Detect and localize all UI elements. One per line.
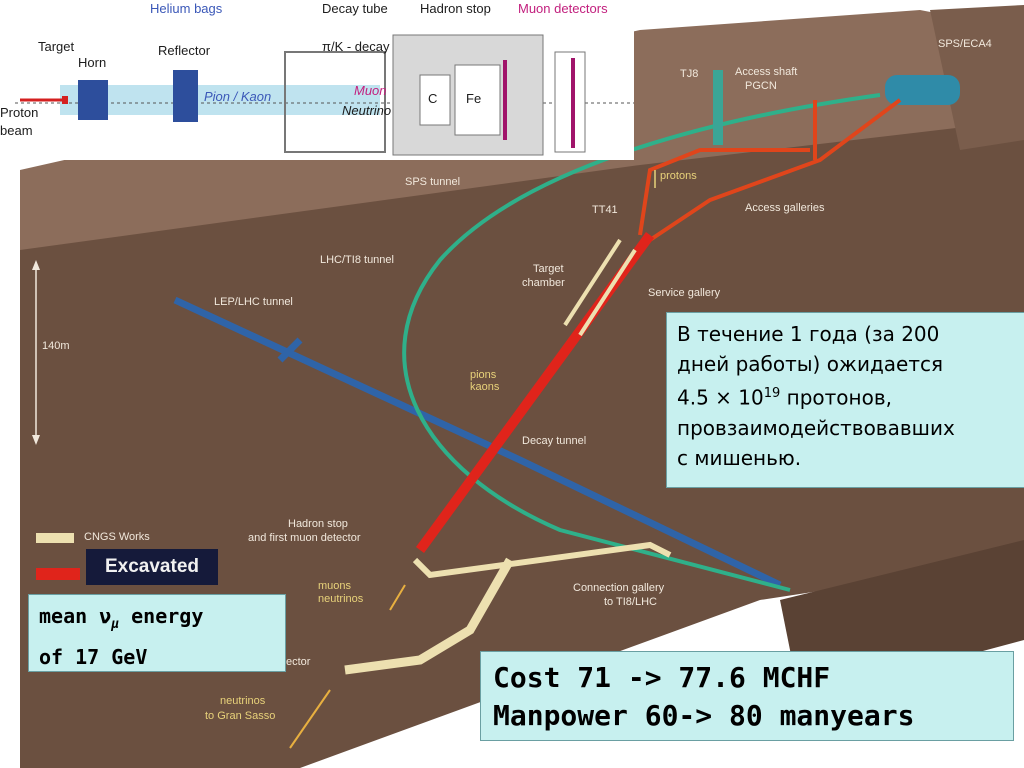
label-neutrinos: neutrinos: [318, 593, 364, 605]
label-connection-gallery-2: to TI8/LHC: [604, 596, 657, 608]
legend-excavated-label: Excavated: [86, 549, 218, 585]
label-kaons: kaons: [470, 381, 500, 393]
callout-mu-line2: of 17 GeV: [39, 645, 148, 669]
label-nu-gran-sasso-2: to Gran Sasso: [205, 710, 276, 722]
label-neutrino: Neutrino: [342, 103, 392, 118]
label-pion-kaon: Pion / Kaon: [204, 89, 272, 104]
access-galleries: [638, 98, 902, 242]
label-access-galleries: Access galleries: [745, 202, 825, 214]
callout-ru-line1: В течение 1 года (за 200: [677, 322, 940, 346]
callout-cost-line1: Cost 71 -> 77.6 MCHF: [493, 661, 831, 694]
label-detector-partial: ector: [286, 656, 311, 668]
label-sps-eca4: SPS/ECA4: [938, 38, 992, 50]
label-pions: pions: [470, 369, 497, 381]
label-target-chamber-1: Target: [533, 263, 564, 275]
label-proton-line1: Proton: [0, 105, 39, 120]
inset-iron-block: [454, 64, 501, 136]
inset-reflector: [173, 70, 198, 122]
callout-mean-energy: mean νμ energy of 17 GeV: [28, 594, 286, 672]
label-access-shaft-1: Access shaft: [735, 66, 798, 78]
label-service-gallery: Service gallery: [648, 287, 721, 299]
depth-arrow-top: [32, 260, 40, 270]
label-target-chamber-2: chamber: [522, 277, 565, 289]
callout-mu-post: energy: [119, 604, 204, 628]
callout-ru-line4: провзаимодействовавших: [677, 415, 955, 440]
depth-arrow-bottom: [32, 435, 40, 445]
detector-gallery: [344, 557, 514, 675]
label-reflector: Reflector: [158, 43, 211, 58]
shaft-tj8: [713, 70, 723, 145]
inset-target: [62, 96, 68, 104]
muons-arrow: [389, 584, 406, 611]
label-protons: protons: [660, 170, 697, 182]
callout-mu-pre: mean ν: [39, 604, 112, 628]
neutrinos-arrow: [289, 689, 331, 749]
label-muons: muons: [318, 580, 352, 592]
label-nu-gran-sasso-1: neutrinos: [220, 695, 266, 707]
callout-ru-line5: с мишенью.: [677, 445, 802, 470]
legend-cngs-label: CNGS Works: [84, 531, 150, 543]
label-target: Target: [38, 39, 75, 54]
label-pi-k-decay: π/K - decay: [322, 39, 390, 54]
callout-mu-sub: μ: [111, 617, 120, 632]
inset-decay-tube: [284, 51, 386, 153]
ground-right-wall: [930, 5, 1024, 150]
label-depth: 140m: [42, 340, 70, 352]
label-muon-detectors: Muon detectors: [518, 1, 608, 16]
shaft-sps-eca4: [885, 75, 960, 105]
inset-carbon-block: [419, 74, 451, 126]
label-decay-tunnel: Decay tunnel: [522, 435, 587, 447]
label-helium-bags: Helium bags: [150, 1, 223, 16]
callout-cost-line2: Manpower 60-> 80 manyears: [493, 699, 915, 732]
label-hadron-stop-inset: Hadron stop: [420, 1, 491, 16]
callout-ru-line3-pre: 4.5 × 10: [677, 385, 764, 410]
inset-beam-band: [60, 85, 380, 115]
label-lep-lhc-tunnel: LEP/LHC tunnel: [214, 296, 293, 308]
label-horn: Horn: [78, 55, 107, 70]
callout-cost-manpower: Cost 71 -> 77.6 MCHF Manpower 60-> 80 ma…: [480, 651, 1014, 741]
label-access-shaft-2: PGCN: [745, 80, 777, 92]
label-decay-tube: Decay tube: [322, 1, 388, 16]
label-sps-tunnel: SPS tunnel: [405, 176, 461, 188]
callout-ru-line3-sup: 19: [763, 386, 781, 401]
callout-ru-line2: дней работы) ожидается: [677, 352, 944, 376]
callout-mu-line1: mean νμ energy: [39, 600, 275, 641]
inset-muon-station: [554, 51, 586, 153]
callout-protons-per-year: В течение 1 года (за 200 дней работы) ож…: [666, 312, 1024, 488]
label-connection-gallery-1: Connection gallery: [573, 582, 665, 594]
label-iron: Fe: [466, 91, 482, 106]
inset-horn: [78, 80, 108, 120]
label-carbon: C: [428, 91, 438, 106]
legend-cngs-swatch: [36, 533, 74, 543]
label-tt41: TT41: [592, 204, 618, 216]
label-hadron-stop-2: and first muon detector: [248, 532, 361, 544]
callout-ru-line3-post: протонов,: [780, 385, 892, 410]
connection-gallery: [412, 541, 672, 579]
label-tj8: TJ8: [680, 68, 699, 80]
label-hadron-stop-1: Hadron stop: [288, 518, 348, 530]
label-lhc-ti8-tunnel: LHC/TI8 tunnel: [320, 254, 394, 266]
callout-ru-line3: 4.5 × 1019 протонов,: [677, 379, 1024, 413]
legend-excavated-swatch: [36, 568, 80, 580]
label-proton-line2: beam: [0, 123, 33, 138]
lep-lhc-spur: [277, 337, 303, 363]
label-muon: Muon: [354, 83, 387, 98]
service-gallery-ladder: [563, 238, 637, 337]
